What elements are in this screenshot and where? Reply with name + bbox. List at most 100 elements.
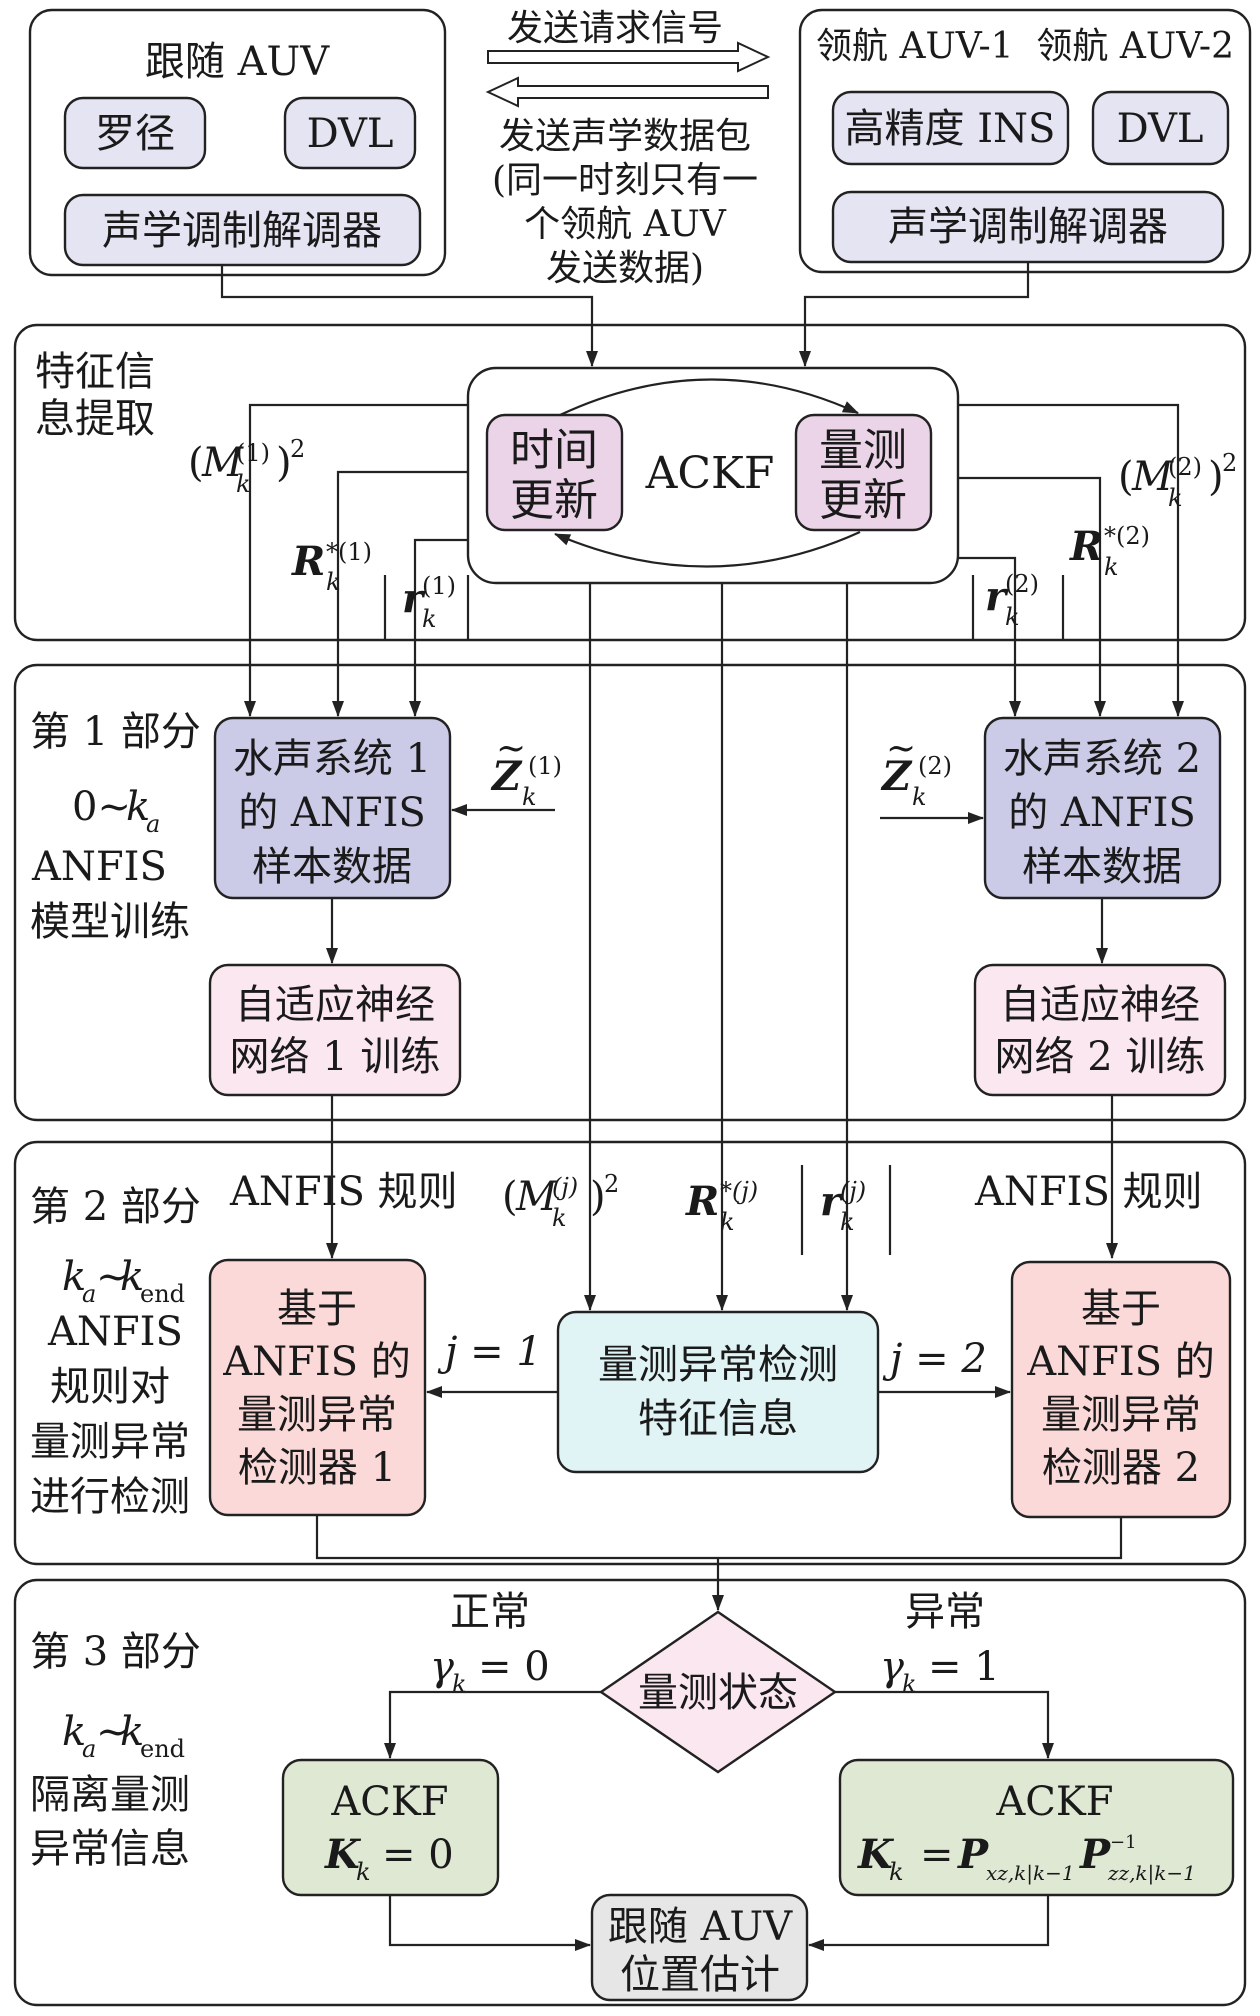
part2-label-5: 量测异常: [30, 1419, 190, 1465]
svg-text:end: end: [140, 1735, 185, 1763]
time-update-line-1: 时间: [510, 425, 598, 476]
svg-text:R: R: [291, 538, 325, 585]
nn1-line-1: 自适应神经: [235, 982, 435, 1028]
wire-M1: [244, 403, 468, 717]
feature-info-line-1: 量测异常检测: [598, 1342, 838, 1388]
svg-text:k: k: [720, 1208, 735, 1236]
leader-auv-title: 领航 AUV-1 领航 AUV-2: [816, 26, 1234, 67]
feature-section-label-2: 息提取: [35, 396, 155, 442]
result-box: [590, 1893, 809, 2002]
svg-text:a: a: [82, 1280, 96, 1308]
svg-text:(2): (2): [1005, 570, 1039, 598]
svg-text:~: ~: [496, 728, 526, 769]
nn2-line-1: 自适应神经: [1000, 982, 1200, 1028]
svg-text:R: R: [685, 1178, 719, 1225]
label-M2: ( M k (2) ) 2: [1118, 449, 1237, 512]
svg-text:k: k: [326, 568, 341, 596]
svg-text:(2): (2): [1168, 453, 1202, 481]
detector1-line-4: 检测器 1: [238, 1445, 396, 1491]
follower-auv-frame: [28, 8, 447, 277]
svg-text:~: ~: [96, 1709, 130, 1755]
label-R2: R k *(2): [1069, 522, 1150, 581]
ackf-abnormal-box: [838, 1758, 1235, 1897]
nn2-line-2: 网络 2 训练: [995, 1034, 1206, 1080]
time-update-box: [485, 413, 624, 532]
part2-range: k a ~ k end: [62, 1254, 185, 1308]
svg-text:r: r: [820, 1178, 844, 1225]
send-packet-arrow: [485, 76, 769, 108]
wire-R1: [332, 470, 468, 717]
part1-label-3: ANFIS: [31, 844, 167, 890]
svg-text:0~: 0~: [72, 784, 131, 830]
svg-text:2: 2: [604, 1170, 619, 1198]
label-Z2: Z ~ k (2): [880, 728, 952, 811]
svg-text:*(j): *(j): [720, 1177, 758, 1205]
detector1-line-2: ANFIS 的: [222, 1339, 411, 1385]
svg-text:M: M: [515, 1174, 558, 1220]
part3-label-4: 异常信息: [30, 1826, 190, 1872]
state-label: 量测状态: [638, 1670, 798, 1716]
svg-text:= 0: = 0: [382, 1832, 454, 1878]
svg-text:Z: Z: [880, 753, 913, 800]
svg-text:xz,k|k−1: xz,k|k−1: [986, 1861, 1075, 1886]
abnormal-label: 异常: [905, 1589, 985, 1635]
detector2-line-3: 量测异常: [1041, 1392, 1201, 1438]
svg-text:r: r: [402, 575, 426, 622]
result-line-2: 位置估计: [620, 1952, 780, 1998]
sample1-line-1: 水声系统 1: [233, 736, 431, 782]
svg-text:γ: γ: [430, 1644, 454, 1690]
wire-normal-branch: [384, 1690, 601, 1759]
sample2-line-1: 水声系统 2: [1003, 736, 1201, 782]
ackf-loop-top-arrow: [559, 378, 859, 416]
svg-text:k: k: [902, 1670, 917, 1698]
gamma0-label: γ k = 0: [430, 1644, 550, 1698]
detector2-line-4: 检测器 2: [1042, 1445, 1200, 1491]
svg-text:P: P: [957, 1831, 990, 1878]
ackf-label: ACKF: [645, 448, 775, 499]
time-update-line-2: 更新: [510, 475, 598, 526]
svg-text:= 1: = 1: [928, 1644, 1000, 1690]
modem-left-label: 声学调制解调器: [102, 208, 382, 254]
part1-frame: [13, 663, 1247, 1122]
wire-M2: [958, 403, 1184, 717]
rule-right-label: ANFIS 规则: [974, 1169, 1203, 1215]
svg-text:−1: −1: [1110, 1832, 1137, 1853]
j1-label: j = 1: [437, 1329, 542, 1375]
ins-label: 高精度 INS: [845, 106, 1056, 152]
detector2-line-1: 基于: [1081, 1286, 1161, 1332]
part1-label-1: 第 1 部分: [30, 709, 201, 755]
svg-text:= 0: = 0: [478, 1644, 550, 1690]
detector1-line-1: 基于: [277, 1286, 357, 1332]
label-r2: r k (2): [985, 570, 1039, 631]
modem-left-box: [63, 193, 422, 267]
svg-text:k: k: [126, 784, 150, 830]
svg-text:M: M: [201, 440, 244, 486]
svg-text:k: k: [1005, 603, 1020, 631]
svg-text:Z: Z: [490, 753, 523, 800]
svg-text:k: k: [889, 1858, 904, 1886]
feature-section-label-1: 特征信: [35, 349, 155, 395]
result-line-1: 跟随 AUV: [608, 1904, 793, 1950]
nn1-box: [208, 963, 462, 1097]
send-packet-line-2: (同一时刻只有一: [492, 160, 758, 201]
wire-abnormal-to-result: [808, 1895, 1050, 1951]
send-request-arrow: [487, 41, 771, 73]
svg-text:(1): (1): [422, 572, 456, 600]
wire-detectors-merge: [315, 1515, 1123, 1560]
svg-text:K: K: [324, 1831, 362, 1878]
j2-label: j = 2: [882, 1336, 987, 1382]
svg-text:2: 2: [290, 435, 305, 463]
compass-box: [63, 96, 207, 170]
svg-text:*(1): *(1): [326, 538, 372, 566]
part1-label-4: 模型训练: [30, 899, 190, 945]
gamma1-label: γ k = 1: [880, 1644, 1000, 1698]
label-Rj: R k *(j): [685, 1177, 758, 1236]
svg-text:M: M: [1131, 454, 1174, 500]
svg-text:(: (: [188, 440, 204, 486]
label-R1: R k *(1): [291, 538, 372, 596]
part3-label-1: 第 3 部分: [30, 1629, 201, 1675]
meas-update-box: [794, 413, 933, 532]
part2-frame: [13, 1140, 1247, 1566]
part3-frame: [13, 1578, 1247, 2007]
